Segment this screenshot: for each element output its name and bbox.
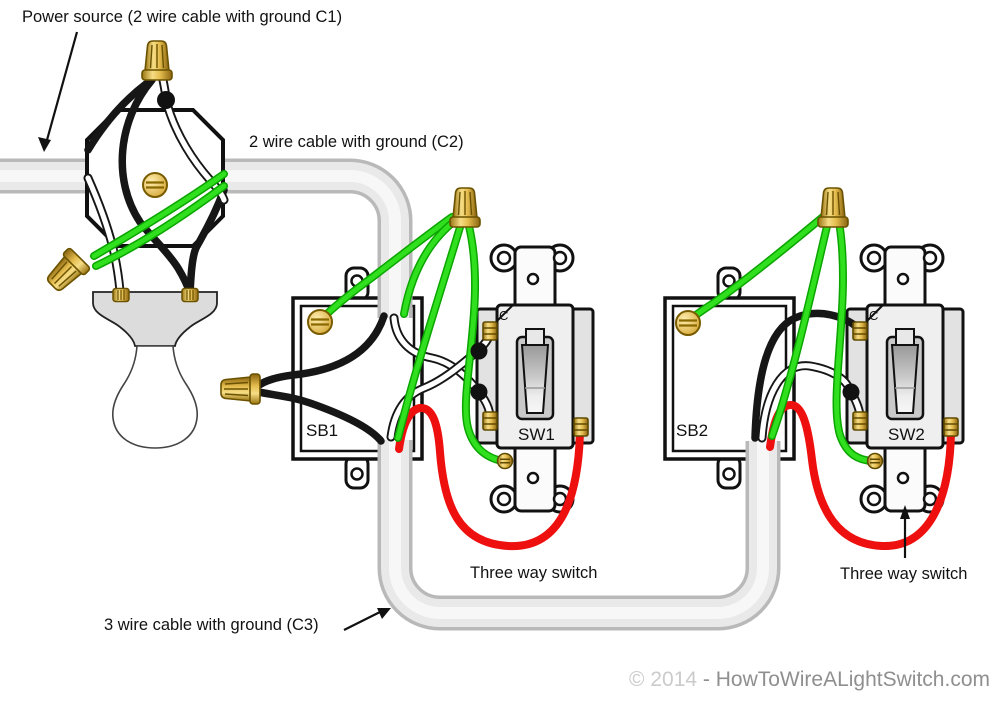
junction-dot-sw2 bbox=[842, 383, 860, 401]
wire-c2-black bbox=[186, 186, 228, 297]
wire-sb1-red-traveler bbox=[395, 404, 584, 551]
sb2-label: SB2 bbox=[676, 421, 709, 440]
wire-nut-sb1-ground bbox=[449, 187, 481, 228]
cable-c2-label: 2 wire cable with ground (C2) bbox=[249, 133, 464, 151]
fixture-terminal-neutral bbox=[112, 287, 130, 303]
sw1-common-label: C bbox=[499, 308, 509, 323]
arrow-power-source bbox=[38, 31, 79, 152]
wire-sb1-black-to-c3 bbox=[254, 388, 385, 445]
sw2-label: SW2 bbox=[888, 425, 925, 444]
sw2-traveler-terminal-left bbox=[852, 411, 868, 431]
sw1-traveler-terminal-left bbox=[482, 411, 498, 431]
wire-c1-black bbox=[84, 80, 150, 154]
junction-dot-sw1-bottom bbox=[470, 383, 488, 401]
wire-sb2-red-traveler bbox=[766, 401, 955, 551]
sw2-common-label: C bbox=[869, 308, 879, 323]
light-bulb bbox=[111, 345, 199, 449]
wire-nut-octagon-ground bbox=[41, 246, 92, 297]
sw1-common-terminal bbox=[482, 321, 498, 341]
wire-fixture-black bbox=[118, 76, 194, 297]
wire-nut-octagon-top bbox=[141, 40, 173, 81]
sw2-common-terminal bbox=[852, 321, 868, 341]
junction-dot-octagon bbox=[157, 91, 175, 109]
sb1-label: SB1 bbox=[306, 421, 339, 440]
power-source-label: Power source (2 wire cable with ground C… bbox=[22, 8, 343, 26]
wire-ground-octagon bbox=[90, 170, 228, 270]
fixture-canopy bbox=[92, 291, 218, 347]
wire-sb2-white-traveler bbox=[757, 361, 865, 443]
fixture-terminal-hot bbox=[181, 287, 199, 303]
sw2-traveler-terminal-right bbox=[943, 417, 959, 437]
three-way-switch-label-2: Three way switch bbox=[840, 565, 968, 583]
wire-sb1-grounds bbox=[318, 213, 506, 465]
sw1-traveler-terminal-right bbox=[573, 417, 589, 437]
wire-nut-sb2-ground bbox=[817, 187, 849, 228]
cable-c1-c2 bbox=[0, 158, 413, 298]
copyright-year: © 2014 bbox=[629, 668, 698, 691]
arrow-three-way-switch-2 bbox=[900, 505, 910, 558]
copyright-site: - HowToWireALightSwitch.com bbox=[702, 668, 990, 691]
arrow-cable-c3 bbox=[343, 608, 391, 631]
light-fixture bbox=[92, 291, 218, 449]
three-way-switch-label-1: Three way switch bbox=[470, 564, 598, 582]
sw1-ground-screw bbox=[496, 452, 514, 470]
cable-c3 bbox=[377, 450, 781, 631]
sb2-ground-screw bbox=[674, 309, 702, 337]
sb1-ground-screw bbox=[306, 308, 334, 336]
wire-sb1-white-traveler-2 bbox=[386, 328, 495, 442]
octagon-box-screw bbox=[141, 171, 169, 199]
wire-sb1-black-to-nut bbox=[254, 312, 388, 390]
junction-dot-sw1-top bbox=[470, 342, 488, 360]
sw1-label: SW1 bbox=[518, 425, 555, 444]
copyright: © 2014 - HowToWireALightSwitch.com bbox=[629, 668, 990, 692]
sw2-ground-screw bbox=[866, 452, 884, 470]
cable-c3-label: 3 wire cable with ground (C3) bbox=[104, 616, 319, 634]
wire-nut-sb1-black bbox=[220, 373, 261, 405]
